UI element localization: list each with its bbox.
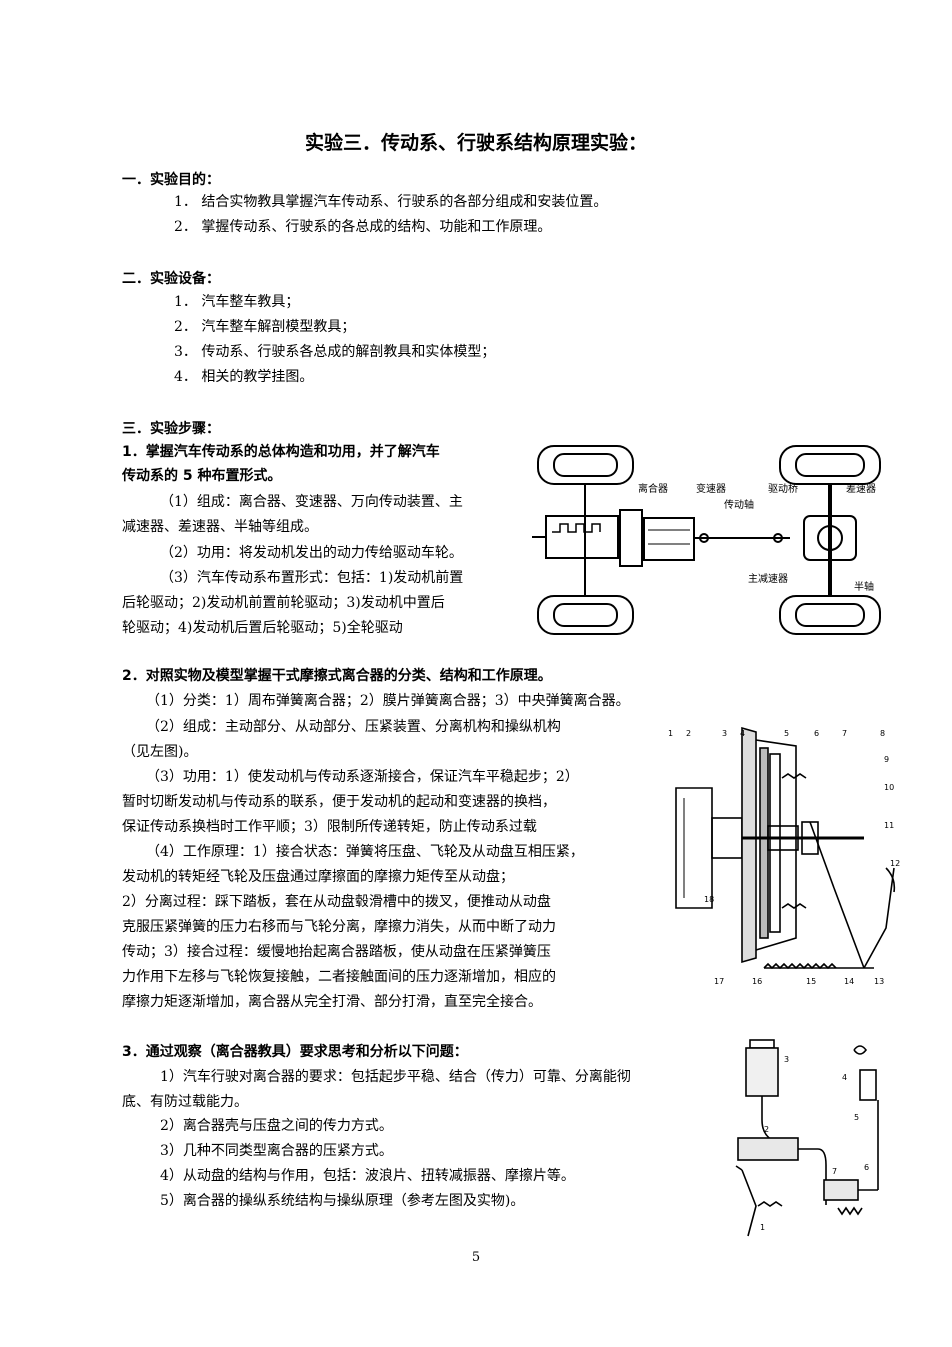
step2-line-11: 传动；3）接合过程：缓慢地抬起离合器踏板，使从动盘在压紧弹簧压 <box>122 944 551 960</box>
clutch-num-4: 4 <box>740 729 745 738</box>
label-final-drive: 主减速器 <box>748 573 788 585</box>
step3-line-4: 3）几种不同类型离合器的压紧方式。 <box>160 1143 393 1159</box>
sec2-item-1: 1． 汽车整车教具； <box>174 294 300 310</box>
control-num-5: 5 <box>854 1113 859 1122</box>
clutch-num-18: 18 <box>704 895 714 904</box>
step1-line-3: （2）功用：将发动机发出的动力传给驱动车轮。 <box>160 545 463 561</box>
clutch-section-figure: 1 2 3 4 5 6 7 8 9 10 11 12 13 14 15 16 1… <box>668 726 900 986</box>
clutch-num-9: 9 <box>884 755 889 764</box>
section-2-heading: 二．实验设备： <box>122 271 220 287</box>
step2-line-6: 保证传动系换档时工作平顺；3）限制所传递转矩，防止传动系过载 <box>122 819 537 835</box>
step2-line-12: 力作用下左移与飞轮恢复接触，二者接触面间的压力逐渐增加，相应的 <box>122 969 556 985</box>
control-num-3: 3 <box>784 1055 789 1064</box>
clutch-num-12: 12 <box>890 859 900 868</box>
page-title: 实验三．传动系、行驶系结构原理实验： <box>304 132 647 154</box>
step2-line-5: 暂时切断发动机与传动系的联系，便于发动机的起动和变速器的换档， <box>122 794 556 810</box>
step1-line-5: 后轮驱动；2)发动机前置前轮驱动；3)发动机中置后 <box>122 595 445 611</box>
step2-line-3: （见左图)。 <box>122 744 198 760</box>
clutch-num-1: 1 <box>668 729 673 738</box>
clutch-num-5: 5 <box>784 729 789 738</box>
clutch-num-8: 8 <box>880 729 885 738</box>
sec1-item-1: 1． 结合实物教具掌握汽车传动系、行驶系的各部分组成和安装位置。 <box>174 194 608 210</box>
clutch-control-figure: 1 2 3 4 5 6 7 <box>735 1039 879 1237</box>
step1-title-line-1: 1．掌握汽车传动系的总体构造和功用，并了解汽车 <box>122 444 440 460</box>
clutch-num-11: 11 <box>884 821 894 830</box>
step2-line-2: （2）组成：主动部分、从动部分、压紧装置、分离机构和操纵机构 <box>146 719 561 735</box>
step3-line-6: 5）离合器的操纵系统结构与操纵原理（参考左图及实物)。 <box>160 1193 525 1209</box>
clutch-num-10: 10 <box>884 783 894 792</box>
step2-line-4: （3）功用：1）使发动机与传动系逐渐接合，保证汽车平稳起步；2） <box>146 769 579 785</box>
clutch-num-7: 7 <box>842 729 847 738</box>
sec2-item-4: 4． 相关的教学挂图。 <box>174 369 314 385</box>
step1-line-4: （3）汽车传动系布置形式：包括：1)发动机前置 <box>160 570 464 586</box>
label-clutch: 离合器 <box>638 482 668 495</box>
step2-line-10: 克服压紧弹簧的压力右移而与飞轮分离，摩擦力消失，从而中断了动力 <box>122 919 556 935</box>
control-num-7: 7 <box>832 1167 837 1176</box>
step1-title-line-2: 传动系的 5 种布置形式。 <box>122 468 282 484</box>
control-num-1: 1 <box>760 1223 765 1232</box>
control-num-4: 4 <box>842 1073 847 1082</box>
label-drive-axle: 驱动桥 <box>768 483 798 495</box>
sec2-item-2: 2． 汽车整车解剖模型教具； <box>174 319 356 335</box>
sec2-item-3: 3． 传动系、行驶系各总成的解剖教具和实体模型； <box>174 344 496 360</box>
step3-line-2: 底、有防过载能力。 <box>122 1094 248 1110</box>
clutch-num-16: 16 <box>752 977 762 986</box>
control-num-6: 6 <box>864 1163 869 1172</box>
label-drive-shaft: 传动轴 <box>724 498 754 511</box>
step1-line-6: 轮驱动；4)发动机后置后轮驱动；5)全轮驱动 <box>122 620 403 636</box>
page-number: 5 <box>471 1250 481 1265</box>
step1-line-2: 减速器、差速器、半轴等组成。 <box>122 519 318 535</box>
section-1-heading: 一．实验目的： <box>122 172 220 188</box>
step3-line-5: 4）从动盘的结构与作用，包括：波浪片、扭转减振器、摩擦片等。 <box>160 1168 575 1184</box>
step2-line-8: 发动机的转矩经飞轮及压盘通过摩擦面的摩擦力矩传至从动盘； <box>122 869 514 885</box>
step3-title: 3．通过观察（离合器教具）要求思考和分析以下问题： <box>122 1044 468 1060</box>
clutch-num-2: 2 <box>686 729 691 738</box>
step3-line-3: 2）离合器壳与压盘之间的传力方式。 <box>160 1118 393 1134</box>
clutch-num-17: 17 <box>714 977 724 986</box>
step1-line-1: （1）组成：离合器、变速器、万向传动装置、主 <box>160 494 463 510</box>
sec1-item-2: 2． 掌握传动系、行驶系的各总成的结构、功能和工作原理。 <box>174 219 552 235</box>
control-num-2: 2 <box>764 1125 769 1134</box>
step3-line-1: 1）汽车行驶对离合器的要求：包括起步平稳、结合（传力）可靠、分离能彻 <box>160 1069 631 1085</box>
section-3-heading: 三．实验步骤： <box>122 421 220 437</box>
clutch-num-3: 3 <box>722 729 727 738</box>
step2-title: 2．对照实物及模型掌握干式摩擦式离合器的分类、结构和工作原理。 <box>122 668 552 684</box>
label-gearbox: 变速器 <box>696 482 726 495</box>
label-half-shaft: 半轴 <box>854 580 874 593</box>
step2-line-9: 2）分离过程：踩下踏板，套在从动盘毂滑槽中的拨叉，便推动从动盘 <box>122 894 551 910</box>
clutch-num-13: 13 <box>874 977 884 986</box>
clutch-num-15: 15 <box>806 977 816 986</box>
clutch-num-14: 14 <box>844 977 854 986</box>
step2-line-1: （1）分类：1）周布弹簧离合器；2）膜片弹簧离合器；3）中央弹簧离合器。 <box>146 693 630 709</box>
step2-line-7: （4）工作原理：1）接合状态：弹簧将压盘、飞轮及从动盘互相压紧， <box>146 844 584 860</box>
clutch-num-6: 6 <box>814 729 819 738</box>
step2-line-13: 摩擦力矩逐渐增加，离合器从完全打滑、部分打滑，直至完全接合。 <box>122 994 542 1010</box>
label-differential: 差速器 <box>846 482 876 495</box>
drivetrain-figure: 离合器 变速器 传动轴 驱动桥 差速器 主减速器 半轴 <box>532 445 881 635</box>
